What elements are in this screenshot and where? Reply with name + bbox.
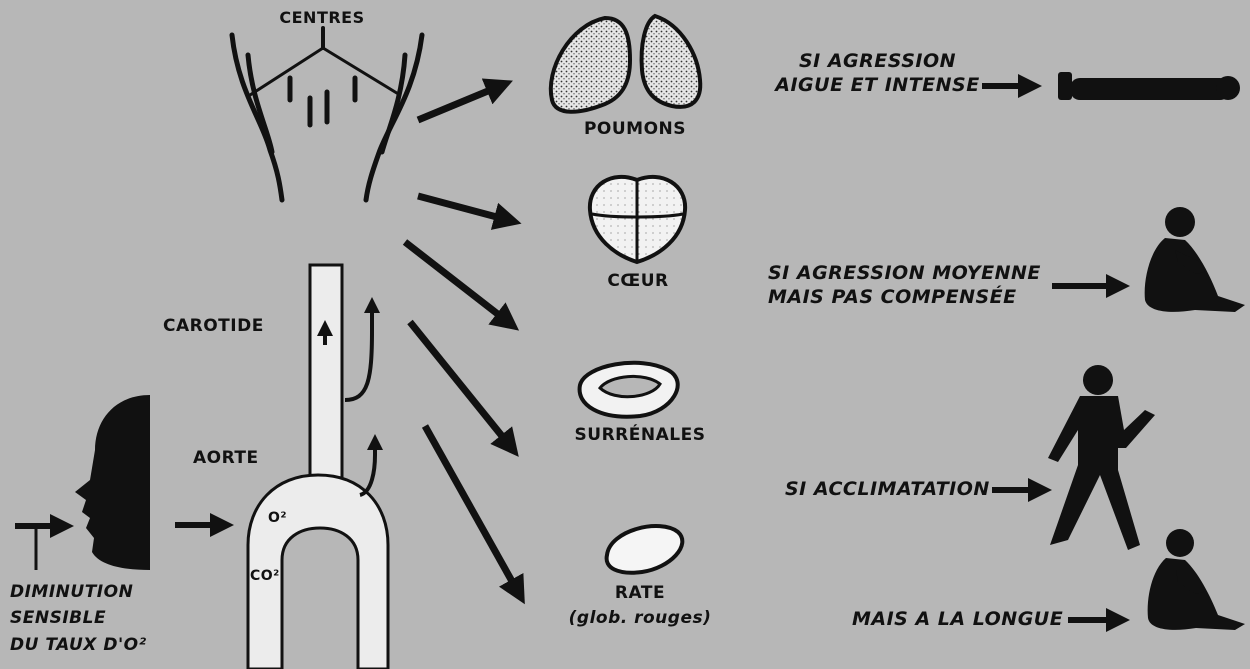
stimulus-text: DIMINUTION SENSIBLE DU TAUX D'O²: [10, 582, 147, 656]
label-aorte: AORTE: [193, 448, 259, 469]
label-surrenales: SURRÉNALES: [545, 425, 735, 446]
arrow-to-surrenales: [405, 242, 508, 322]
outcome-acclimatation: SI ACCLIMATATION: [785, 478, 990, 502]
centres-drawing: [232, 28, 422, 200]
spleen-icon: [607, 526, 683, 573]
sitting-person-icon-2: [1148, 529, 1245, 630]
lungs-icon: [551, 16, 700, 112]
walking-person-icon: [1048, 365, 1155, 550]
outcome-longue: MAIS A LA LONGUE: [852, 608, 1063, 632]
outcome-aigue-line2: AIGUE ET INTENSE: [770, 74, 985, 98]
stimulus-line1: DIMINUTION: [10, 582, 147, 603]
carotid-vessel: [310, 265, 372, 485]
arrow-to-rate: [425, 426, 518, 592]
sitting-person-icon: [1145, 207, 1245, 312]
label-rate-sub: (glob. rouges): [555, 608, 725, 629]
label-o2: O²: [268, 510, 287, 528]
label-poumons: POUMONS: [555, 119, 715, 140]
outcome-moyenne: SI AGRESSION MOYENNE MAIS PAS COMPENSÉE: [768, 262, 1041, 310]
outcome-moyenne-line2: MAIS PAS COMPENSÉE: [768, 286, 1041, 310]
adrenals-icon: [580, 363, 678, 417]
outcome-aigue-line1: SI AGRESSION: [770, 50, 985, 74]
stimulus-line3: DU TAUX D'O²: [10, 635, 147, 656]
centre-to-organ-arrows: [405, 86, 518, 592]
stimulus-drawing: [15, 395, 222, 570]
label-co2: CO²: [250, 568, 280, 586]
label-rate: RATE: [580, 583, 700, 604]
stimulus-line2: SENSIBLE: [10, 608, 147, 629]
heart-icon: [590, 177, 685, 262]
aortic-arch: [248, 442, 388, 669]
outcome-moyenne-line1: SI AGRESSION MOYENNE: [768, 262, 1041, 286]
label-centres: CENTRES: [262, 8, 382, 28]
face-silhouette: [75, 395, 150, 570]
label-coeur: CŒUR: [578, 271, 698, 292]
lying-person-icon: [1058, 72, 1240, 100]
arrow-to-poumons: [418, 86, 500, 120]
outcome-arrows: [982, 86, 1118, 620]
outcome-aigue: SI AGRESSION AIGUE ET INTENSE: [770, 50, 985, 98]
arrow-to-coeur: [418, 196, 508, 220]
label-carotide: CAROTIDE: [163, 316, 264, 337]
